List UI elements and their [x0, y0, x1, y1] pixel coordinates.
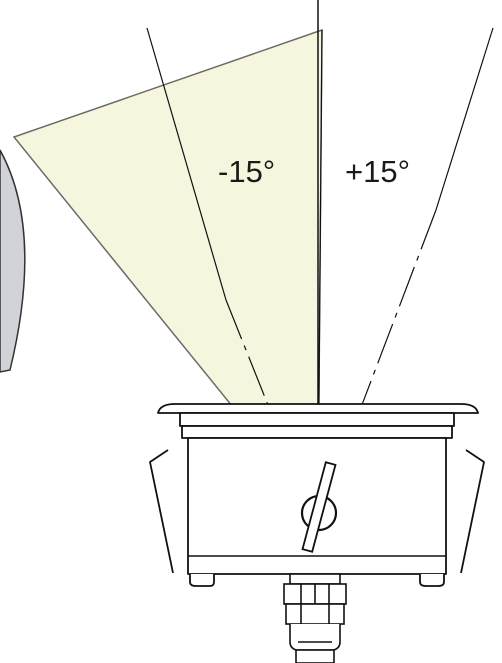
housing-flange [157, 403, 479, 414]
minus-15-reference-line [146, 27, 227, 301]
plus-15-angle-label: +15° [345, 154, 410, 189]
bracket-left [149, 449, 174, 574]
target-object [0, 149, 26, 373]
housing-flange-lower [179, 412, 455, 427]
sensor-pivot [300, 461, 338, 553]
housing-foot-right [419, 574, 445, 587]
sensor-element [301, 461, 337, 553]
bracket-right [460, 449, 485, 574]
minus-15-angle-label: -15° [218, 154, 275, 189]
plus-15-reference-line [435, 27, 494, 211]
cable-gland [283, 573, 347, 663]
housing-collar [181, 425, 453, 439]
housing-foot-left [189, 574, 215, 587]
